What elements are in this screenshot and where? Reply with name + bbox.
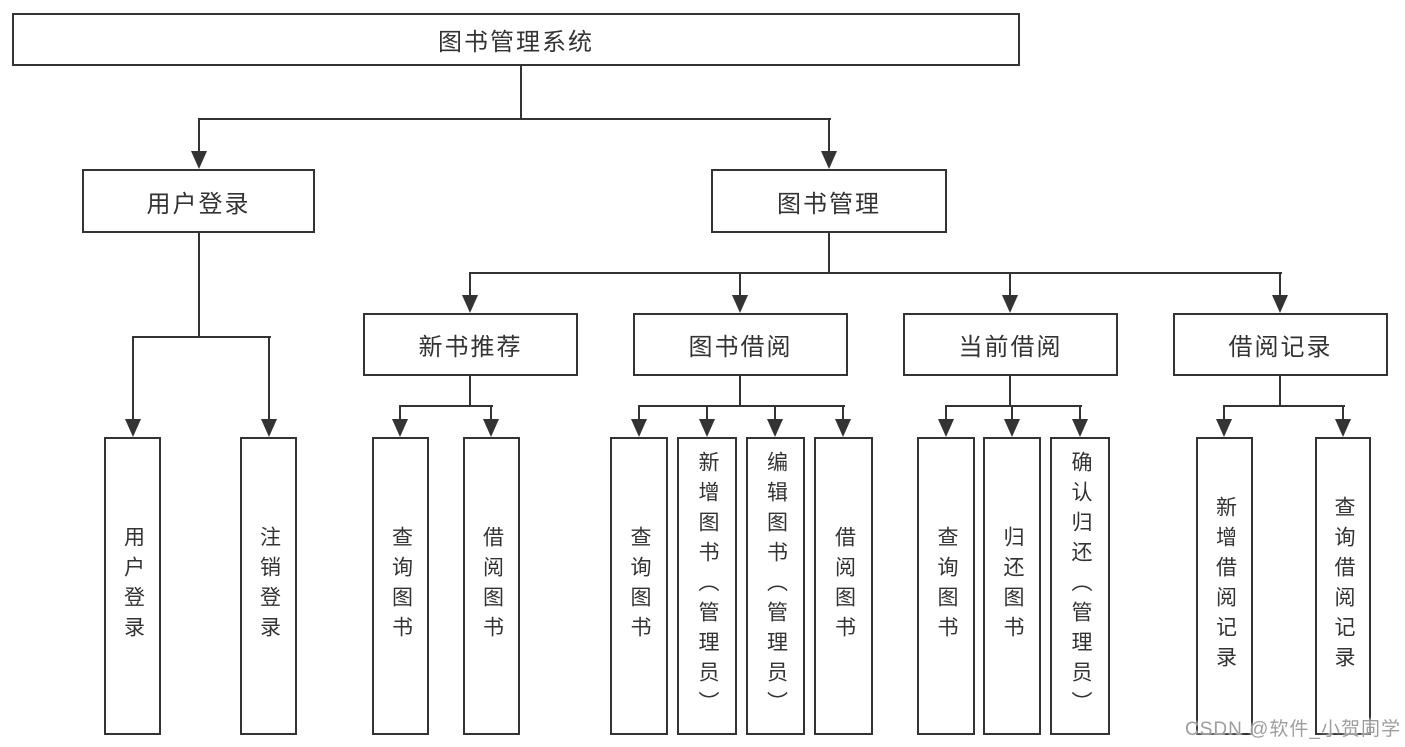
connector-rail [638,405,845,407]
node-current-borrow: 当前借阅 [903,313,1118,376]
connector-stem [739,376,741,405]
leaf-add-borrow-record: 新增借阅记录 [1196,437,1253,735]
leaf-return-book: 归还图书 [983,437,1041,735]
leaf-confirm-return-admin: 确认归还（管理员） [1050,437,1110,735]
node-book-management: 图书管理 [711,169,947,233]
leaf-query-books-2: 查询图书 [610,437,668,735]
leaf-add-book-admin: 新增图书（管理员） [677,437,737,735]
connector-stem [469,376,471,405]
leaf-edit-book-admin: 编辑图书（管理员） [746,437,805,735]
leaf-logout: 注销登录 [240,437,297,735]
leaf-query-borrow-record: 查询借阅记录 [1315,437,1371,735]
node-user-login: 用户登录 [82,169,315,233]
connector-stem [1009,376,1011,405]
connector-user-login-rail [132,336,271,338]
connector-rail [399,405,493,407]
connector-book-mgmt-stem [828,233,830,272]
connector-root-stem [520,66,522,120]
leaf-query-books-3: 查询图书 [917,437,975,735]
leaf-borrow-books-1: 借阅图书 [463,437,520,735]
node-book-borrow: 图书借阅 [633,313,848,376]
node-new-book-recommend: 新书推荐 [363,313,578,376]
connector-user-login-stem [198,233,200,336]
leaf-borrow-books-2: 借阅图书 [814,437,873,735]
connector-rail [945,405,1082,407]
connector-level3-rail [469,272,1282,274]
leaf-query-books-1: 查询图书 [372,437,429,735]
connector-rail [1223,405,1345,407]
node-borrow-records: 借阅记录 [1173,313,1388,376]
connector-stem [1279,376,1281,405]
connector-level2-rail [198,118,831,120]
leaf-user-login: 用户登录 [104,437,161,735]
node-root: 图书管理系统 [12,13,1020,66]
watermark-text: CSDN @软件_小贺同学 [1185,719,1401,740]
